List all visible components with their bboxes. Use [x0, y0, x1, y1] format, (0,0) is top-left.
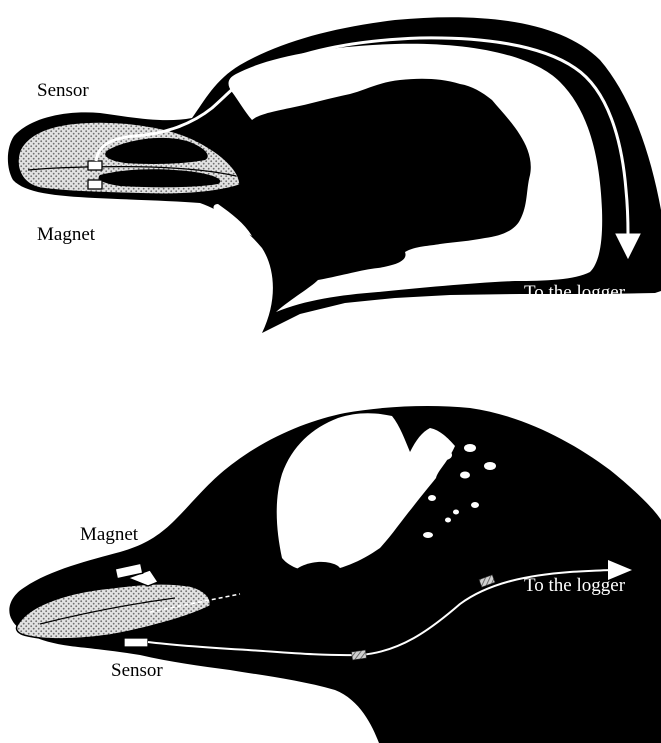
- bottom-sensor-block: [124, 638, 148, 647]
- bottom-tape-patch-1: [352, 650, 367, 660]
- top-figure: Sensor Magnet To the logger: [8, 17, 661, 333]
- bottom-figure: Magnet Sensor To the logger: [9, 406, 661, 743]
- bottom-logger-label: To the logger: [524, 575, 626, 596]
- top-sensor-label: Sensor: [37, 80, 89, 101]
- bottom-magnet-label: Magnet: [80, 524, 139, 545]
- top-magnet-label: Magnet: [37, 224, 96, 245]
- top-sensor-block: [88, 161, 102, 170]
- top-magnet-block: [88, 180, 102, 189]
- top-logger-label: To the logger: [524, 282, 626, 303]
- bottom-sensor-label: Sensor: [111, 660, 163, 681]
